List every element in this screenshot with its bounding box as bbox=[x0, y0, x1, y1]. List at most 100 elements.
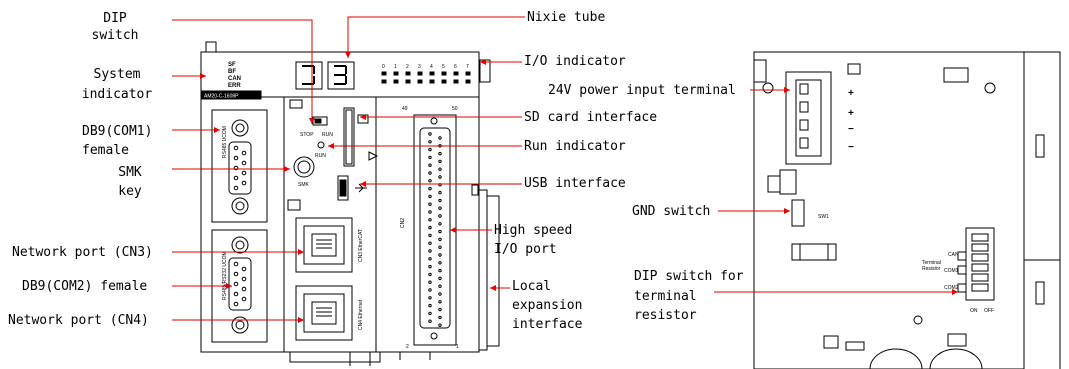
callout-system-indicator-line2: indicator bbox=[81, 87, 153, 102]
io-port-pin bbox=[428, 233, 432, 238]
db9-pin bbox=[241, 160, 247, 166]
callout-usb-interface: USB interface bbox=[524, 176, 626, 191]
io-led bbox=[405, 79, 411, 84]
terminal-minus-2: − bbox=[848, 142, 854, 153]
run-led bbox=[317, 141, 325, 149]
io-port-pin bbox=[438, 167, 442, 171]
dip-com1-label: COM1 bbox=[944, 268, 959, 274]
term-resistor-2: Resistor bbox=[922, 266, 941, 272]
cn4-port bbox=[303, 293, 345, 333]
arrowhead bbox=[328, 143, 334, 149]
io-port-pin bbox=[428, 163, 432, 167]
db9-pin bbox=[241, 266, 247, 272]
db9-pin bbox=[233, 271, 239, 277]
callout-local-expansion-line3: interface bbox=[512, 317, 583, 332]
arrowhead bbox=[360, 114, 366, 120]
io-port-pin bbox=[438, 136, 442, 140]
terminal-plus-2: + bbox=[848, 108, 854, 119]
side-clip-lower bbox=[1035, 281, 1045, 305]
io-led bbox=[381, 71, 387, 76]
io-port-pin bbox=[428, 264, 432, 269]
power-terminal bbox=[785, 71, 832, 165]
callout-io-indicator: I/O indicator bbox=[524, 54, 626, 69]
side-view: + + − − SW1 Terminal Resistor CAN COM1 C… bbox=[753, 51, 1061, 369]
dip-cell bbox=[971, 233, 989, 242]
io-port-pin bbox=[438, 268, 442, 273]
io-port-pin bbox=[438, 229, 442, 234]
sys-led-can: CAN bbox=[228, 76, 241, 82]
io-led-number: 2 bbox=[406, 64, 409, 70]
io-port-pin bbox=[428, 257, 432, 261]
dip-com2-label: COM2 bbox=[944, 285, 959, 291]
io-port-pin bbox=[438, 307, 442, 312]
dip-on-label: ON bbox=[970, 308, 978, 314]
io-led bbox=[417, 71, 423, 76]
io-port-pin bbox=[428, 179, 432, 183]
callout-sd-card: SD card interface bbox=[524, 110, 658, 125]
dip-off-label: OFF bbox=[984, 308, 994, 314]
sys-led-err: ERR bbox=[228, 83, 241, 89]
callout-run-indicator: Run indicator bbox=[524, 139, 626, 154]
io-port-pin bbox=[438, 261, 442, 265]
io-port-pin bbox=[438, 300, 442, 304]
db9-pin bbox=[241, 170, 247, 176]
io-port-pin bbox=[438, 222, 442, 226]
cn3-port bbox=[303, 225, 345, 265]
io-port-pin bbox=[428, 186, 432, 191]
callout-dip-terminal-line2: terminal bbox=[634, 289, 697, 304]
io-port-pin bbox=[438, 292, 442, 296]
io-port-pin bbox=[428, 171, 432, 175]
io-led bbox=[381, 79, 387, 84]
io-port-pin bbox=[428, 132, 432, 136]
arrowhead bbox=[952, 289, 958, 295]
io-port-pin bbox=[428, 311, 432, 316]
callout-line-dip bbox=[172, 19, 313, 124]
arrowhead bbox=[360, 181, 366, 187]
smk-label: SMK bbox=[298, 182, 310, 188]
model-strip bbox=[200, 90, 262, 100]
nixie-tube bbox=[295, 61, 355, 90]
io-port-pin bbox=[438, 276, 442, 281]
sys-led-sf: SF bbox=[228, 62, 236, 68]
callout-local-expansion-line2: expansion bbox=[512, 298, 583, 313]
usb-port bbox=[337, 175, 349, 201]
smk-key bbox=[293, 156, 315, 178]
io-led bbox=[441, 71, 447, 76]
dip-cell bbox=[971, 243, 989, 252]
triangle-mark bbox=[368, 151, 379, 161]
db9-pin bbox=[233, 145, 239, 151]
lock-icon-top bbox=[289, 99, 303, 109]
io-led bbox=[465, 79, 471, 84]
db9-pin bbox=[241, 296, 247, 302]
db9-pin bbox=[233, 185, 239, 191]
io-port-pin bbox=[438, 323, 442, 327]
io-port-pin bbox=[428, 140, 432, 144]
db9-pin bbox=[233, 155, 239, 161]
run-led-label: RUN bbox=[315, 153, 326, 159]
io-port-pin bbox=[438, 198, 442, 203]
io-conn-label: CN2 bbox=[400, 218, 406, 228]
callout-db9-com2: DB9(COM2) female bbox=[22, 279, 148, 294]
io-port-pin bbox=[438, 284, 442, 288]
io-pin-50: 50 bbox=[452, 106, 458, 112]
dip-cell bbox=[971, 253, 989, 262]
io-led-number: 7 bbox=[466, 64, 469, 70]
com2-label: RS485/RS232 UCOM bbox=[222, 251, 228, 300]
callout-com1-line2: female bbox=[82, 143, 129, 158]
dip-cell bbox=[971, 263, 989, 272]
arrowhead bbox=[784, 87, 790, 93]
term-resistor-1: Terminal bbox=[922, 260, 941, 266]
io-port-pin bbox=[428, 218, 432, 222]
io-pin-1: 1 bbox=[456, 344, 459, 350]
callout-high-speed-line2: I/O port bbox=[494, 242, 557, 257]
arrowhead bbox=[298, 249, 304, 255]
sd-card-icon bbox=[357, 114, 369, 124]
arrowhead bbox=[298, 317, 304, 323]
io-led-number: 1 bbox=[394, 64, 397, 70]
db9-pin bbox=[233, 165, 239, 171]
callout-dip-terminal-line1: DIP switch for bbox=[634, 269, 744, 284]
db9-pin bbox=[233, 281, 239, 287]
